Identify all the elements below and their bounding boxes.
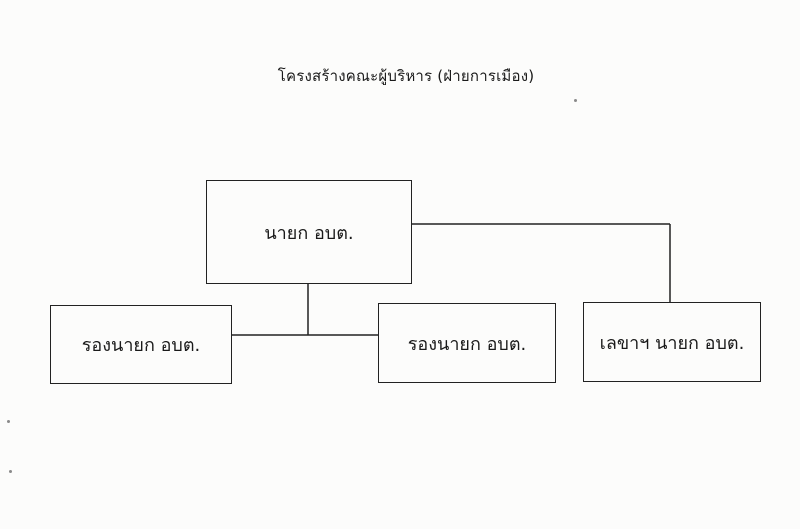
node-mayor-label: นายก อบต.	[264, 222, 354, 244]
node-deputy-1: รองนายก อบต.	[50, 305, 232, 384]
node-secretary: เลขาฯ นายก อบต.	[583, 302, 761, 382]
node-deputy-2: รองนายก อบต.	[378, 303, 556, 383]
scan-speck	[7, 420, 10, 423]
node-deputy-1-label: รองนายก อบต.	[81, 335, 201, 356]
chart-title: โครงสร้างคณะผู้บริหาร (ฝ่ายการเมือง)	[277, 67, 535, 85]
node-mayor: นายก อบต.	[206, 180, 412, 284]
node-deputy-2-label: รองนายก อบต.	[407, 333, 527, 355]
scan-speck	[9, 470, 12, 473]
scan-speck	[574, 99, 577, 102]
node-secretary-label: เลขาฯ นายก อบต.	[599, 332, 745, 354]
